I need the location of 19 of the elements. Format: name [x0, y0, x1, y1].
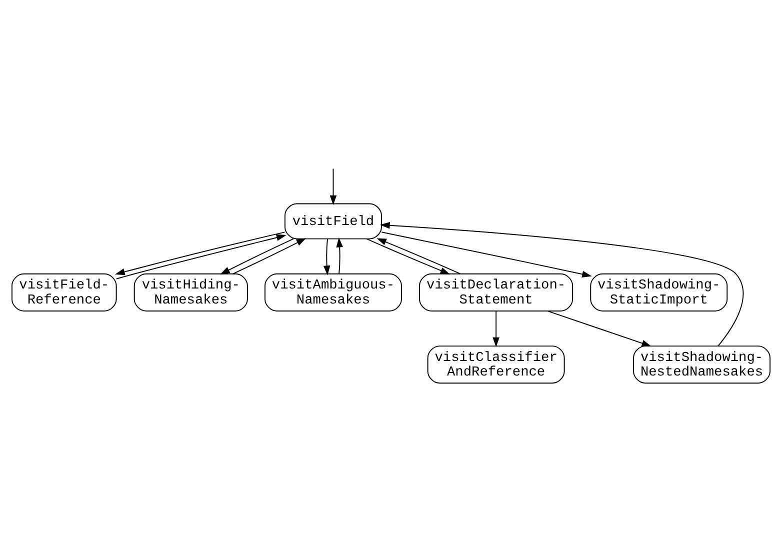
node-box: visitAmbiguous- Namesakes: [264, 272, 402, 311]
arrow: [366, 238, 450, 274]
arrow: [376, 238, 461, 274]
arrow: [323, 238, 330, 275]
node-box: visitShadowing- NestedNamesakes: [633, 345, 771, 384]
arrow: [381, 231, 592, 278]
arrow: [336, 237, 343, 274]
arrow: [330, 168, 337, 205]
node-box: visitDeclaration- Statement: [419, 272, 574, 311]
arrow: [547, 310, 652, 346]
node-box: visitShadowing- StaticImport: [590, 272, 728, 311]
node-box: visitField: [284, 202, 382, 239]
node-box: visitField- Reference: [11, 272, 117, 311]
node-box: visitClassifier AndReference: [427, 345, 565, 384]
node-box: visitHiding- Namesakes: [134, 272, 248, 311]
arrow: [232, 238, 306, 274]
arrow: [380, 222, 744, 346]
arrow: [492, 310, 500, 347]
arrow: [220, 238, 294, 274]
